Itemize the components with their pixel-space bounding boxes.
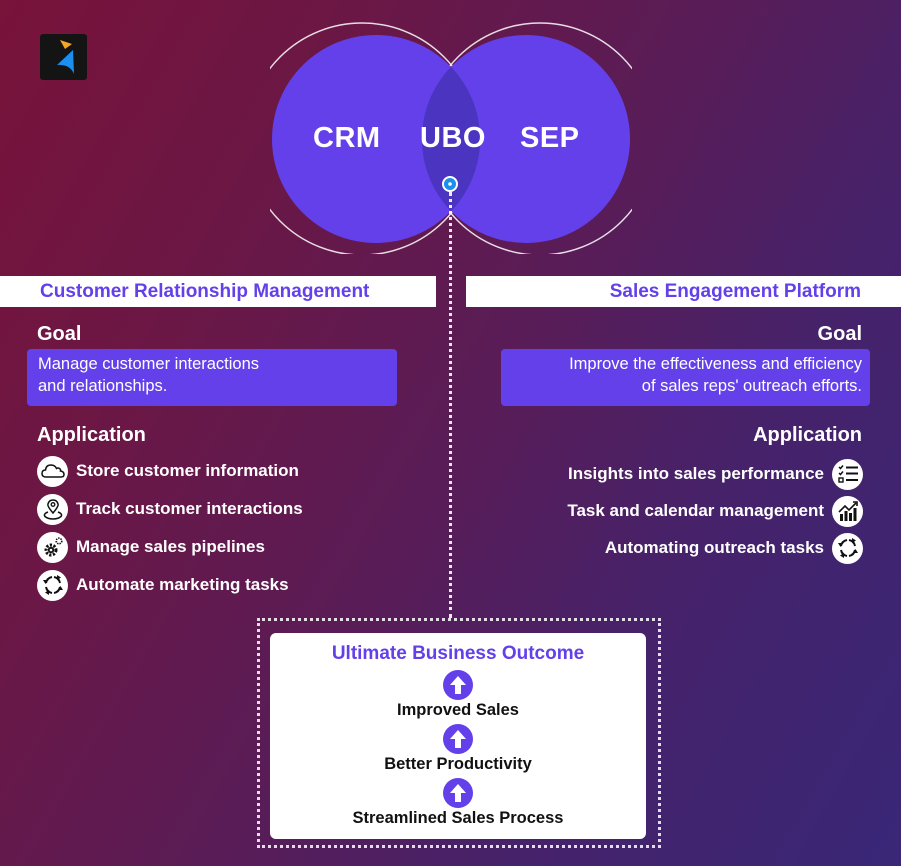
cycle-arrows-icon [37, 569, 68, 601]
crm-app-label: Track customer interactions [76, 499, 303, 518]
sep-circle [422, 35, 630, 243]
venn-diagram [270, 22, 632, 254]
outcome-dotted-frame [257, 618, 661, 848]
cloud-icon [37, 455, 68, 487]
up-arrow-icon [443, 778, 473, 808]
cycle-arrows-icon [832, 532, 863, 564]
crm-app-item: Track customer interactions [37, 493, 367, 525]
sep-section-header: Sales Engagement Platform [466, 276, 901, 307]
sep-application-list: Insights into sales performance Task and… [523, 458, 863, 564]
crm-goal-text-line1: Manage customer interactions [38, 355, 260, 373]
gears-icon [37, 531, 68, 563]
sep-goal-heading: Goal [817, 323, 862, 345]
sep-application-heading: Application [753, 424, 862, 446]
crm-goal-text-line2: and relationships. [38, 376, 168, 395]
venn-label-crm: CRM [313, 122, 381, 154]
crm-app-label: Automate marketing tasks [76, 575, 289, 594]
crm-application-list: Store customer information Track custome… [37, 455, 367, 601]
dotted-connector [449, 192, 452, 618]
outcome-title: Ultimate Business Outcome [331, 643, 585, 664]
sep-app-label: Insights into sales performance [567, 464, 824, 483]
crm-goal-box: Manage customer interactions and relatio… [27, 349, 397, 406]
bar-chart-trend-icon [832, 495, 863, 527]
checklist-icon [832, 458, 863, 490]
crm-application-heading: Application [37, 424, 146, 446]
outcome-card: Ultimate Business Outcome Improved Sales… [270, 633, 646, 839]
crm-circle [272, 35, 480, 243]
sep-app-label: Automating outreach tasks [604, 538, 824, 557]
venn-label-ubo: UBO [420, 122, 486, 154]
outcome-item: Better Productivity [384, 755, 532, 773]
brand-arrow-logo-icon [57, 40, 74, 74]
crm-app-item: Automate marketing tasks [37, 569, 367, 601]
up-arrow-icon [443, 724, 473, 754]
crm-section-header: Customer Relationship Management [0, 276, 436, 307]
location-pin-icon [37, 493, 68, 525]
venn-label-sep: SEP [520, 122, 580, 154]
sep-goal-box: Improve the effectiveness and efficiency… [501, 349, 870, 406]
crm-app-item: Manage sales pipelines [37, 531, 367, 563]
crm-goal-heading: Goal [37, 323, 82, 345]
sep-app-item: Insights into sales performance [523, 458, 863, 490]
sep-goal-text-line1: Improve the effectiveness and efficiency [569, 355, 862, 373]
sep-app-item: Automating outreach tasks [523, 532, 863, 564]
sep-goal-text-line2: of sales reps' outreach efforts. [641, 376, 862, 395]
crm-app-label: Store customer information [76, 461, 299, 480]
crm-app-label: Manage sales pipelines [76, 537, 265, 556]
brand-logo [40, 34, 87, 80]
sep-app-item: Task and calendar management [523, 495, 863, 527]
outcome-item: Improved Sales [397, 701, 519, 719]
up-arrow-icon [443, 670, 473, 700]
sep-app-label: Task and calendar management [567, 501, 824, 520]
outcome-item: Streamlined Sales Process [352, 809, 564, 827]
crm-app-item: Store customer information [37, 455, 367, 487]
